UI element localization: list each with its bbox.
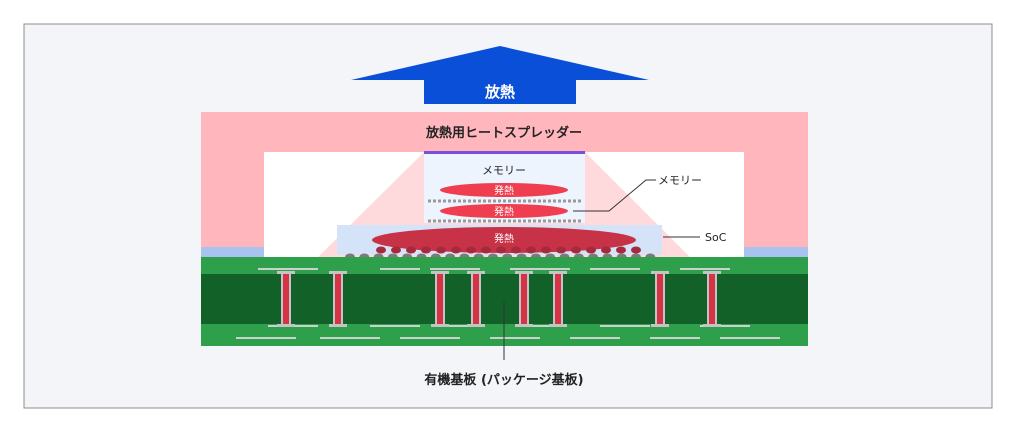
- up-arrow-stem: [424, 79, 576, 104]
- memory-heat-label-1: 発熱: [494, 184, 514, 197]
- memory-heat-label-2: 発熱: [494, 205, 514, 218]
- micro-bump: [511, 246, 521, 254]
- up-arrow-icon: [351, 46, 649, 80]
- micro-bump: [451, 246, 461, 254]
- heat-dissipation-label: 放熱: [484, 83, 515, 101]
- memory-heat-spot: [440, 204, 568, 218]
- via-core: [521, 274, 527, 324]
- micro-bump: [586, 246, 596, 254]
- via-cap: [549, 271, 567, 274]
- side-layer-right: [744, 247, 808, 257]
- via-core: [437, 274, 443, 324]
- micro-bump: [466, 246, 476, 254]
- micro-bump: [421, 246, 431, 254]
- memory-inside-label: メモリー: [482, 164, 526, 177]
- micro-bump: [406, 246, 416, 254]
- via-core: [709, 274, 715, 324]
- via-core: [335, 274, 341, 324]
- memory-top-layer: [424, 151, 585, 154]
- micro-bump: [496, 246, 506, 254]
- via-cap: [329, 324, 347, 327]
- via-cap: [703, 324, 721, 327]
- micro-bump: [571, 246, 581, 254]
- via-cap: [277, 324, 295, 327]
- substrate-top-layer: [201, 257, 808, 274]
- micro-bump: [481, 246, 491, 254]
- micro-bump: [616, 246, 626, 254]
- heat-spreader-label: 放熱用ヒートスプレッダー: [425, 125, 582, 141]
- micro-bump: [556, 246, 566, 254]
- memory-heat-spot: [440, 183, 568, 197]
- memory-callout-label: メモリー: [658, 174, 702, 187]
- via-cap: [329, 271, 347, 274]
- micro-bump: [541, 246, 551, 254]
- substrate-vias: [277, 271, 721, 327]
- substrate-callout-label: 有機基板 (パッケージ基板): [424, 372, 583, 388]
- via-cap: [467, 271, 485, 274]
- via-core: [555, 274, 561, 324]
- soc-callout-label: SoC: [705, 231, 727, 244]
- soc-heat-spot: [372, 227, 636, 253]
- micro-bump: [376, 246, 386, 254]
- via-core: [283, 274, 289, 324]
- via-cap: [549, 324, 567, 327]
- via-cap: [651, 324, 669, 327]
- via-core: [657, 274, 663, 324]
- micro-bump: [631, 246, 641, 254]
- micro-bump: [526, 246, 536, 254]
- via-cap: [467, 324, 485, 327]
- soc-heat-label: 発熱: [494, 232, 514, 245]
- via-cap: [651, 271, 669, 274]
- via-cap: [277, 271, 295, 274]
- via-cap: [515, 271, 533, 274]
- micro-bump: [391, 246, 401, 254]
- memory-callout-line: [573, 179, 656, 212]
- side-layer-left: [201, 247, 264, 257]
- micro-bumps-row: [376, 246, 641, 254]
- micro-bump: [601, 246, 611, 254]
- via-cap: [431, 271, 449, 274]
- via-cap: [515, 324, 533, 327]
- via-core: [473, 274, 479, 324]
- via-cap: [431, 324, 449, 327]
- via-cap: [703, 271, 721, 274]
- micro-bump: [436, 246, 446, 254]
